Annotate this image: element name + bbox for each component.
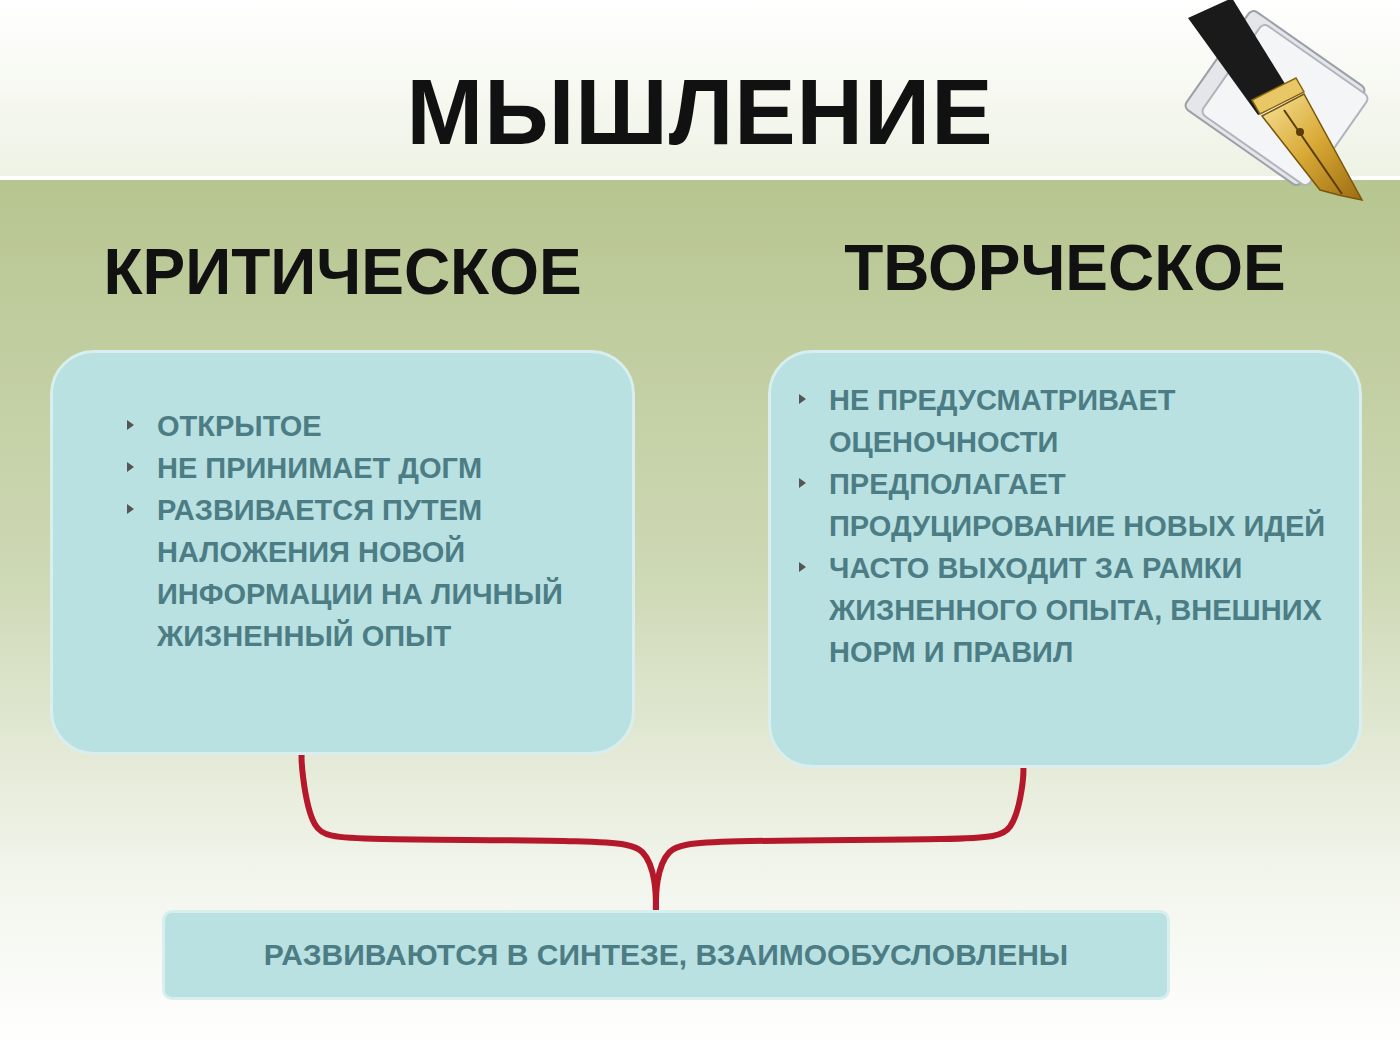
bullet-item: ПРЕДПОЛАГАЕТ ПРОДУЦИРОВАНИЕ НОВЫХ ИДЕЙ — [795, 463, 1335, 547]
pen-icon — [1183, 0, 1370, 200]
divider-line — [0, 176, 1400, 180]
bullet-marker — [799, 562, 806, 572]
thinking-type-box: КРИТИЧЕСКОЕ ОТКРЫТОЕ НЕ ПРИНИМАЕТ ДОГМ РАЗВ… — [50, 234, 635, 755]
bullet-text: ЧАСТО ВЫХОДИТ ЗА РАМКИ ЖИЗНЕННОГО ОПЫТА,… — [829, 552, 1322, 668]
summary-text: РАЗВИВАЮТСЯ В СИНТЕЗЕ, ВЗАИМООБУСЛОВЛЕНЫ — [185, 935, 1147, 975]
bullet-text: НЕ ПРЕДУСМАТРИВАЕТ ОЦЕНОЧНОСТИ — [829, 384, 1176, 458]
top-band — [0, 0, 1400, 176]
bullet-text: ОТКРЫТОЕ — [157, 410, 322, 442]
bullet-marker — [127, 420, 134, 430]
main-band — [0, 176, 1400, 1050]
bullet-item: ОТКРЫТОЕ — [123, 405, 602, 447]
bullet-marker — [127, 504, 134, 514]
thinking-type-box: ТВОРЧЕСКОЕ НЕ ПРЕДУСМАТРИВАЕТ ОЦЕНОЧНОСТИ… — [768, 230, 1362, 768]
bullet-marker — [799, 394, 806, 404]
bullet-text: ПРЕДПОЛАГАЕТ ПРОДУЦИРОВАНИЕ НОВЫХ ИДЕЙ — [829, 468, 1325, 542]
bullet-marker — [799, 478, 806, 488]
box-heading: ТВОРЧЕСКОЕ — [768, 230, 1362, 306]
box-body: РАЗВИВАЮТСЯ В СИНТЕЗЕ, ВЗАИМООБУСЛОВЛЕНЫ — [162, 910, 1170, 1000]
brace-connector — [302, 755, 656, 910]
box-body: НЕ ПРЕДУСМАТРИВАЕТ ОЦЕНОЧНОСТИ ПРЕДПОЛАГА… — [768, 350, 1362, 768]
bullet-text: РАЗВИВАЕТСЯ ПУТЕМ НАЛОЖЕНИЯ НОВОЙ ИНФОРМ… — [157, 494, 563, 652]
brace-connector — [656, 768, 1024, 910]
bullet-marker — [127, 462, 134, 472]
bullet-text: НЕ ПРИНИМАЕТ ДОГМ — [157, 452, 482, 484]
summary-box: РАЗВИВАЮТСЯ В СИНТЕЗЕ, ВЗАИМООБУСЛОВЛЕНЫ — [162, 910, 1170, 1000]
bullet-item: НЕ ПРИНИМАЕТ ДОГМ — [123, 447, 602, 489]
diagram-title: МЫШЛЕНИЕ — [0, 60, 1400, 165]
box-body: ОТКРЫТОЕ НЕ ПРИНИМАЕТ ДОГМ РАЗВИВАЕТСЯ ПУТ… — [50, 350, 635, 755]
box-heading: КРИТИЧЕСКОЕ — [50, 234, 635, 310]
bullet-item: НЕ ПРЕДУСМАТРИВАЕТ ОЦЕНОЧНОСТИ — [795, 379, 1335, 463]
bullet-item: РАЗВИВАЕТСЯ ПУТЕМ НАЛОЖЕНИЯ НОВОЙ ИНФОРМ… — [123, 489, 602, 657]
bullet-item: ЧАСТО ВЫХОДИТ ЗА РАМКИ ЖИЗНЕННОГО ОПЫТА,… — [795, 547, 1335, 673]
